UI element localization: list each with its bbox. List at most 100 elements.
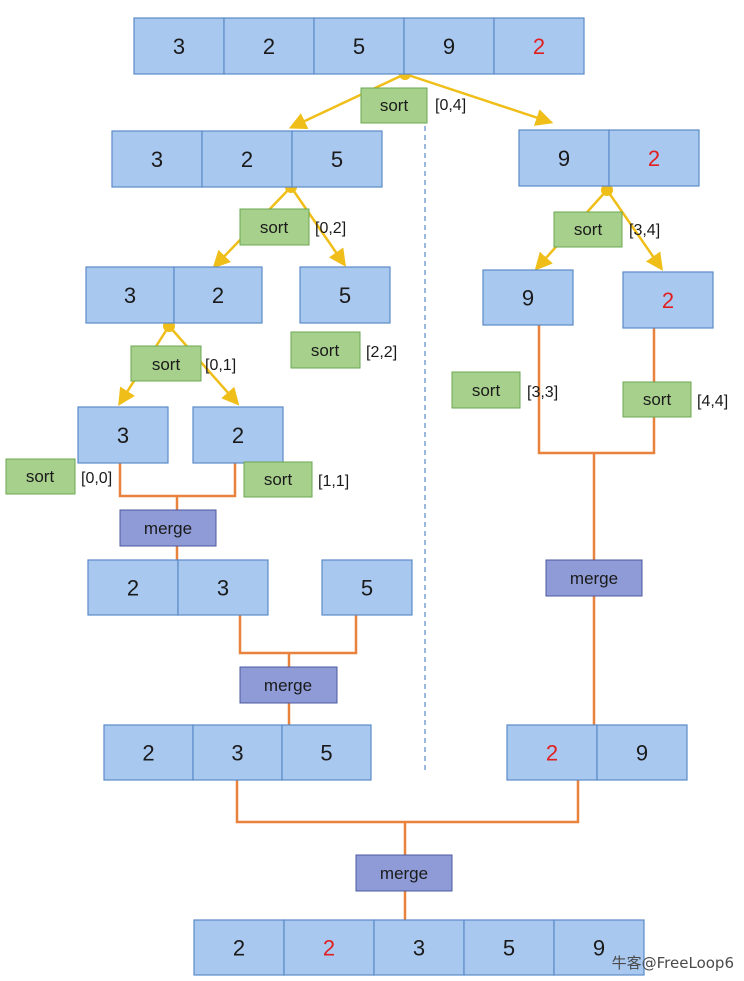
array-value-highlighted: 2: [323, 936, 335, 961]
array-cell: [173, 266, 263, 324]
array-value: 9: [636, 741, 648, 766]
range-label-r02: [0,2]: [315, 220, 346, 237]
array-value: 5: [339, 283, 351, 308]
array-cell: [192, 724, 283, 781]
range-label-r11: [1,1]: [318, 473, 349, 490]
sort-label: sort: [152, 355, 181, 374]
sort-label: sort: [260, 218, 289, 237]
range-label-r33: [3,3]: [527, 384, 558, 401]
range-labels: [0,4] [0,2] [3,4] [0,1] [2,2] [3,3] [4,4…: [81, 97, 728, 490]
merge-label: merge: [264, 676, 312, 695]
array-cell: [299, 266, 391, 324]
split-arrow-a34-right: [605, 189, 663, 271]
sort-label: sort: [472, 381, 501, 400]
array-a00: 3: [77, 406, 169, 464]
sort-label: sort: [643, 390, 672, 409]
sort-box-r33: sort: [451, 371, 521, 409]
array-a44: 2: [622, 271, 714, 329]
sort-box-r00: sort: [5, 458, 76, 495]
split-arrow-a02-right: [289, 186, 346, 267]
sort-box-r44: sort: [622, 381, 692, 418]
array-value: 2: [241, 147, 253, 172]
array-value: 5: [320, 741, 332, 766]
sort-label: sort: [26, 467, 55, 486]
array-value: 5: [361, 576, 373, 601]
array-a02: 3 2 5: [111, 130, 383, 188]
sort-label: sort: [264, 470, 293, 489]
range-label-r01: [0,1]: [205, 357, 236, 374]
array-value: 2: [142, 741, 154, 766]
array-cell: [493, 17, 585, 75]
sort-label: sort: [311, 341, 340, 360]
array-value: 3: [124, 283, 136, 308]
merge-label: merge: [144, 519, 192, 538]
sort-box-r04: sort: [360, 87, 428, 124]
array-value-highlighted: 2: [533, 34, 545, 59]
array-cell: [373, 919, 465, 976]
array-a11: 2: [192, 406, 284, 464]
array-value-highlighted: 2: [662, 288, 674, 313]
array-value: 3: [117, 423, 129, 448]
array-cell: [553, 919, 645, 976]
sort-box-r22: sort: [290, 331, 361, 369]
merge-label: merge: [380, 864, 428, 883]
array-cell: [403, 17, 495, 75]
array-cell: [103, 724, 194, 781]
array-cell: [192, 406, 284, 464]
merge-line-m01-m22: [238, 615, 358, 655]
array-cell: [313, 17, 405, 75]
watermark: 牛客@FreeLoop6: [611, 954, 734, 972]
array-cell: [201, 130, 293, 188]
split-point-a34: [601, 184, 613, 196]
array-cell: [177, 559, 269, 616]
sort-boxes: sort sort sort sort sort sort sort sort …: [5, 87, 692, 498]
array-cell: [85, 266, 175, 324]
array-cell: [321, 559, 413, 616]
array-cell: [482, 269, 574, 326]
split-arrow-root-right: [404, 72, 554, 126]
array-value: 3: [173, 34, 185, 59]
array-value: 2: [212, 283, 224, 308]
array-value: 5: [353, 34, 365, 59]
array-cell: [596, 724, 688, 781]
array-value: 2: [232, 423, 244, 448]
array-cell: [506, 724, 598, 781]
sort-box-r01: sort: [130, 345, 202, 382]
split-arrow-root-left: [288, 72, 406, 129]
array-value: 2: [263, 34, 275, 59]
merge-boxes: merge merge merge merge: [119, 509, 643, 892]
array-value: 9: [593, 936, 605, 961]
sort-box-r11: sort: [243, 461, 313, 498]
array-value: 2: [233, 936, 245, 961]
range-label-r44: [4,4]: [697, 393, 728, 410]
array-a33: 9: [482, 269, 574, 326]
range-label-r00: [0,0]: [81, 470, 112, 487]
merge-line-a00-a11: [118, 463, 237, 498]
merge-label: merge: [570, 569, 618, 588]
merge-box-m02: merge: [239, 666, 338, 704]
split-arrow-a01-right: [168, 325, 240, 406]
array-value: 2: [127, 576, 139, 601]
array-value: 3: [413, 936, 425, 961]
array-m02: 2 3 5: [103, 724, 372, 781]
sort-label: sort: [574, 220, 603, 239]
array-cell: [87, 559, 179, 616]
array-value: 3: [151, 147, 163, 172]
merge-box-final: merge: [355, 854, 453, 892]
array-cell: [133, 17, 225, 75]
array-a22: 5: [299, 266, 391, 324]
array-value: 5: [331, 147, 343, 172]
array-cell: [283, 919, 375, 976]
array-value: 3: [231, 741, 243, 766]
array-m22: 5: [321, 559, 413, 616]
array-value: 9: [558, 146, 570, 171]
merge-box-m34: merge: [545, 559, 643, 597]
array-cell: [518, 129, 610, 187]
sort-box-r34: sort: [553, 211, 623, 248]
array-cell: [223, 17, 315, 75]
array-value: 3: [217, 576, 229, 601]
